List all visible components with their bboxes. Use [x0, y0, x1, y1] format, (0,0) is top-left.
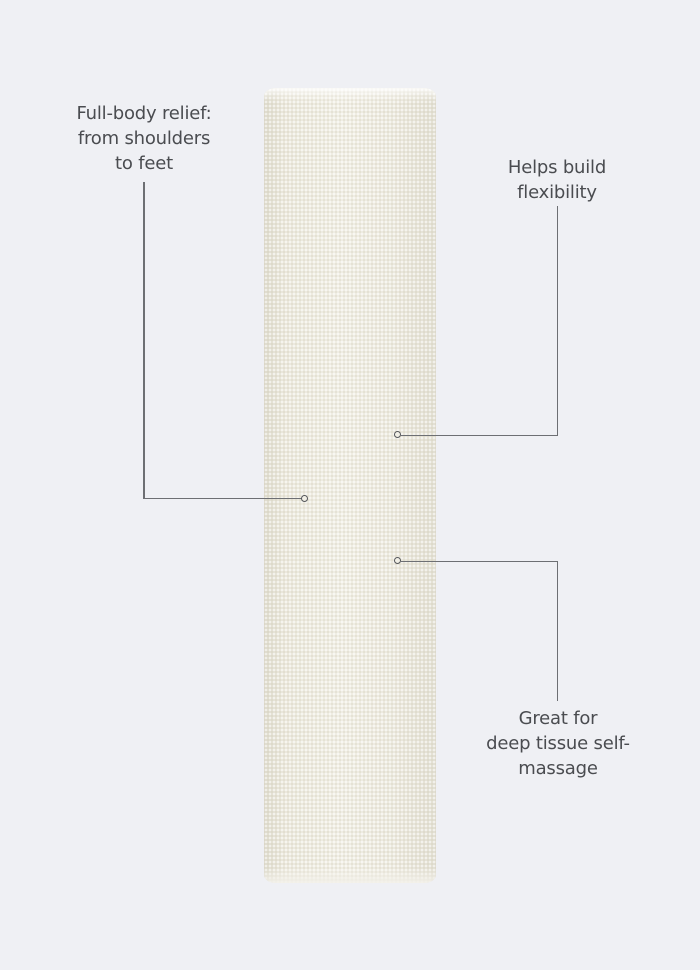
callout-text-line: to feet	[115, 153, 173, 174]
callout-text-line: Full-body relief:	[76, 103, 212, 124]
callout-text-line: Helps build	[507, 157, 607, 178]
leader-line-vertical	[556, 206, 558, 436]
leader-line-horizontal	[401, 434, 558, 436]
callout-full-body-relief: Full-body relief: from shoulders to feet	[58, 101, 230, 176]
leader-line-horizontal	[401, 560, 558, 562]
leader-line-vertical	[143, 182, 145, 499]
callout-text-line: deep tissue self-	[486, 733, 630, 754]
callout-text-line: Great for	[518, 708, 598, 729]
callout-deep-tissue: Great for deep tissue self- massage	[470, 706, 646, 781]
roller-bottom-edge	[264, 867, 436, 883]
callout-flexibility: Helps build flexibility	[486, 155, 628, 205]
roller-top-edge	[264, 88, 436, 102]
leader-line-horizontal	[143, 497, 302, 499]
callout-anchor-dot	[300, 494, 308, 502]
callout-anchor-dot	[394, 557, 401, 564]
foam-roller-image	[264, 88, 436, 883]
leader-line-vertical	[556, 560, 558, 701]
callout-text-line: flexibility	[517, 182, 597, 203]
callout-text-line: massage	[518, 758, 598, 779]
callout-anchor-dot	[394, 431, 401, 438]
callout-text-line: from shoulders	[77, 128, 211, 149]
